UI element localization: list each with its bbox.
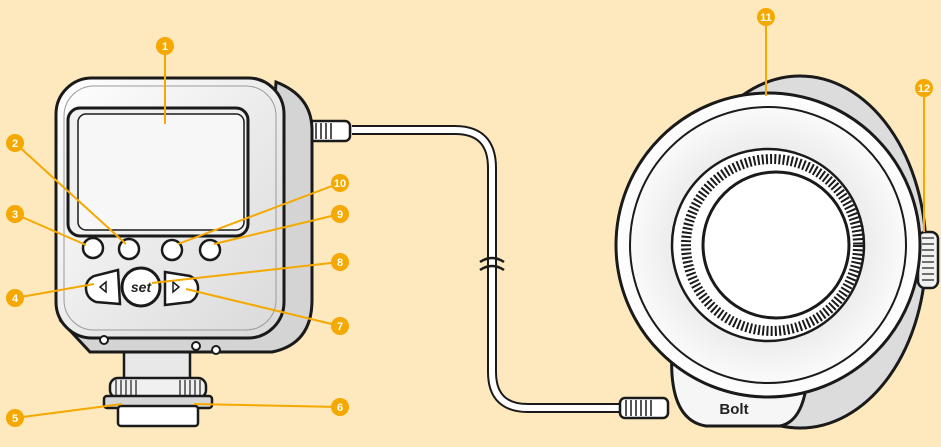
callout-11: 11	[757, 8, 775, 26]
button-3	[83, 238, 103, 258]
brand-logo: Bolt	[719, 401, 748, 418]
callout-4: 4	[6, 289, 24, 307]
callout-6: 6	[331, 398, 349, 416]
callout-2: 2	[6, 134, 24, 152]
svg-text:2: 2	[12, 138, 18, 150]
right-arrow-button	[165, 272, 198, 305]
set-button-label: set	[131, 279, 153, 295]
callout-7: 7	[331, 317, 349, 335]
callout-12: 12	[915, 79, 933, 97]
callout-5: 5	[6, 409, 24, 427]
svg-text:3: 3	[12, 209, 18, 221]
svg-text:10: 10	[334, 178, 346, 190]
svg-text:12: 12	[918, 83, 930, 95]
svg-text:4: 4	[12, 293, 19, 305]
svg-text:11: 11	[760, 12, 772, 24]
button-2	[119, 239, 139, 259]
svg-text:9: 9	[337, 209, 343, 221]
svg-text:5: 5	[12, 413, 18, 425]
svg-text:6: 6	[337, 402, 343, 414]
callout-10: 10	[331, 174, 349, 192]
svg-text:7: 7	[337, 321, 343, 333]
callout-1: 1	[156, 37, 174, 55]
cable-connector-ring	[620, 398, 668, 418]
svg-text:1: 1	[162, 41, 168, 53]
svg-text:8: 8	[337, 257, 343, 269]
callout-9: 9	[331, 205, 349, 223]
callout-3: 3	[6, 205, 24, 223]
callout-8: 8	[331, 253, 349, 271]
